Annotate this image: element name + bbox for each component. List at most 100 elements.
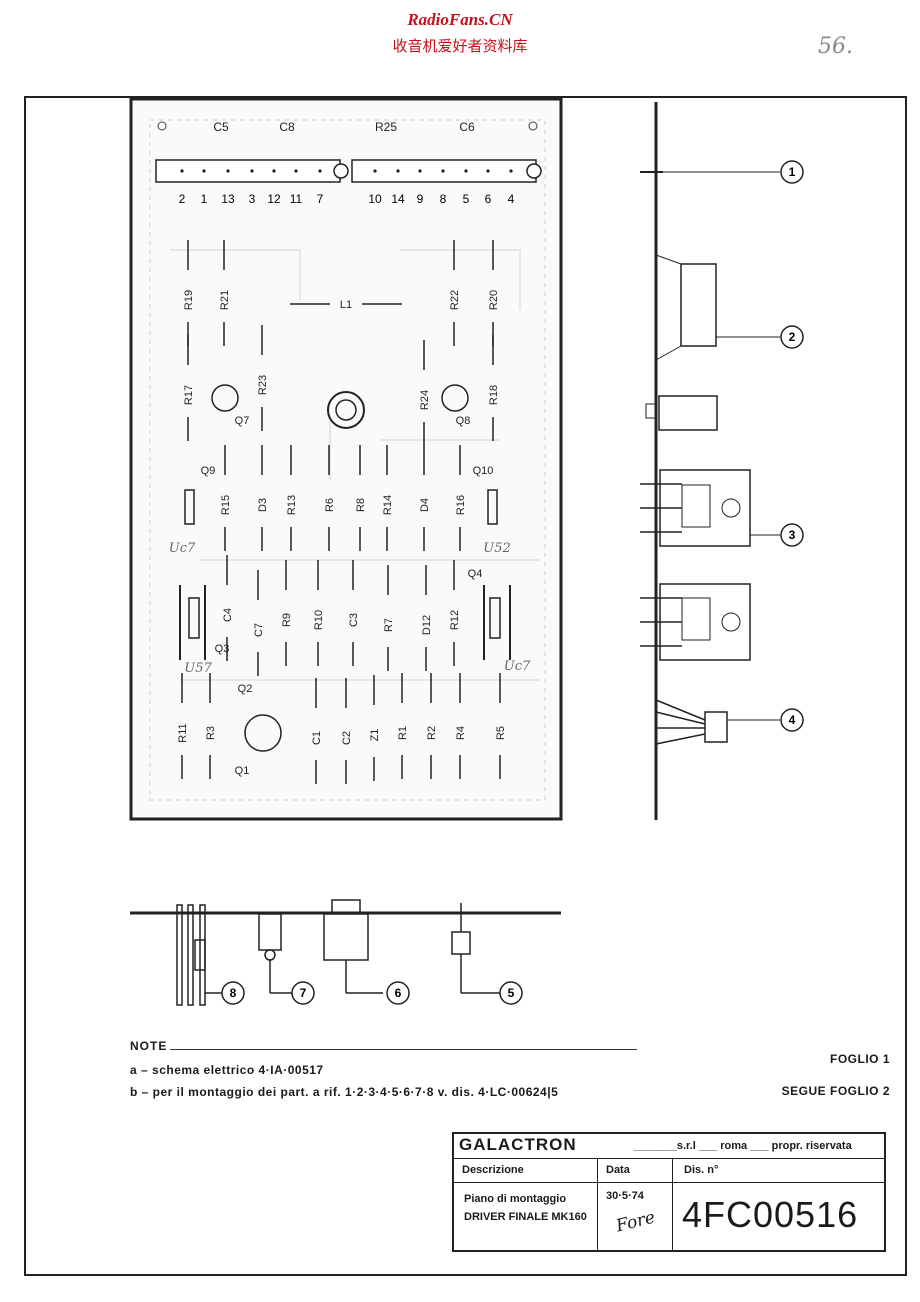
pin-12: 12 [267,192,281,206]
col-descrizione: Descrizione [462,1164,524,1176]
callout-4: 4 [780,708,804,732]
component-r15: R15 [220,495,232,515]
callout-number-7: 7 [300,986,307,1000]
component-d3: D3 [257,498,269,512]
callout-number-1: 1 [789,165,796,179]
handwritten-note: Uc7 [169,541,196,556]
callout-7: 7 [291,981,315,1005]
component-q3: Q3 [215,643,230,655]
pin-6: 6 [485,192,492,206]
connector-left [155,159,341,183]
component-c2: C2 [341,731,353,745]
sheet-continues: SEGUE FOGLIO 2 [781,1084,890,1098]
component-l1: L1 [340,299,352,311]
pin-11: 11 [290,192,303,206]
pin-4: 4 [508,192,515,206]
component-q8: Q8 [456,415,471,427]
drawing-frame [24,96,907,1276]
title-block-header: GALACTRON _______s.r.l ___ roma ___ prop… [454,1134,884,1159]
pin-14: 14 [391,192,405,206]
pin-5: 5 [463,192,470,206]
top-label-c5: C5 [213,120,229,134]
component-c1: C1 [311,731,323,745]
handwritten-note: Uc7 [504,659,531,674]
pin-2: 2 [179,192,186,206]
top-label-c6: C6 [459,120,475,134]
pcb-outline [129,97,563,821]
component-q4: Q4 [468,568,483,580]
component-d12: D12 [421,615,433,635]
pin-3: 3 [249,192,256,206]
component-r2: R2 [426,726,438,740]
component-r13: R13 [286,495,298,515]
drawing-number: 4FC00516 [682,1194,859,1235]
component-q1: Q1 [235,765,250,777]
component-c7: C7 [253,623,265,637]
note-b: b – per il montaggio dei part. a rif. 1·… [130,1085,559,1099]
component-q9: Q9 [201,465,216,477]
pin-9: 9 [417,192,424,206]
component-r10: R10 [313,610,325,630]
notes-title: NOTE [130,1039,168,1053]
pin-1: 1 [201,192,208,206]
component-c3: C3 [348,613,360,627]
callout-number-5: 5 [508,986,515,1000]
component-r4: R4 [455,726,467,740]
col-data: Data [606,1164,630,1176]
component-r6: R6 [324,498,336,512]
pin-8: 8 [440,192,447,206]
top-label-c8: C8 [279,120,295,134]
handwritten-note: U57 [184,661,212,676]
callout-number-2: 2 [789,330,796,344]
note-a: a – schema elettrico 4·IA·00517 [130,1063,324,1077]
callout-number-8: 8 [230,986,237,1000]
callout-8: 8 [221,981,245,1005]
callout-6: 6 [386,981,410,1005]
handwritten-note: U52 [483,541,511,556]
col-dis: Dis. n° [684,1164,719,1176]
callout-5: 5 [499,981,523,1005]
component-r9: R9 [281,613,293,627]
component-c4: C4 [222,608,234,622]
component-r3: R3 [205,726,217,740]
component-q7: Q7 [235,415,250,427]
component-r18: R18 [488,385,500,405]
title-block: GALACTRON _______s.r.l ___ roma ___ prop… [452,1132,886,1252]
component-r14: R14 [382,495,394,515]
corner-mark: 56. [818,34,853,59]
component-d4: D4 [419,498,431,512]
watermark-subtitle: 收音机爱好者资料库 [392,37,528,55]
component-r24: R24 [419,390,431,410]
signature: Fore [614,1207,658,1237]
component-r19: R19 [183,290,195,310]
component-q2: Q2 [238,683,253,695]
component-r20: R20 [488,290,500,310]
component-r16: R16 [455,495,467,515]
company-name: GALACTRON [459,1135,577,1154]
sheet-number: FOGLIO 1 [829,1052,890,1066]
company-suffix: _______s.r.l ___ roma ___ propr. riserva… [634,1140,852,1152]
callout-number-3: 3 [789,528,796,542]
description: Piano di montaggio DRIVER FINALE MK160 [464,1193,587,1223]
component-z1: Z1 [369,729,381,742]
component-r22: R22 [449,290,461,310]
pin-7: 7 [317,192,324,206]
pin-10: 10 [368,192,382,206]
component-r17: R17 [183,385,195,405]
component-r7: R7 [383,618,395,632]
component-r5: R5 [495,726,507,740]
callout-2: 2 [780,325,804,349]
pin-13: 13 [221,192,235,206]
notes-rule [170,1049,637,1050]
callout-number-4: 4 [789,713,796,727]
watermark-site: RadioFans.CN [407,10,513,29]
component-r23: R23 [257,375,269,395]
component-r21: R21 [219,290,231,310]
component-r12: R12 [449,610,461,630]
callout-1: 1 [780,160,804,184]
top-label-r25: R25 [375,120,397,134]
callout-number-6: 6 [395,986,402,1000]
component-r1: R1 [397,726,409,740]
component-q10: Q10 [473,465,494,477]
